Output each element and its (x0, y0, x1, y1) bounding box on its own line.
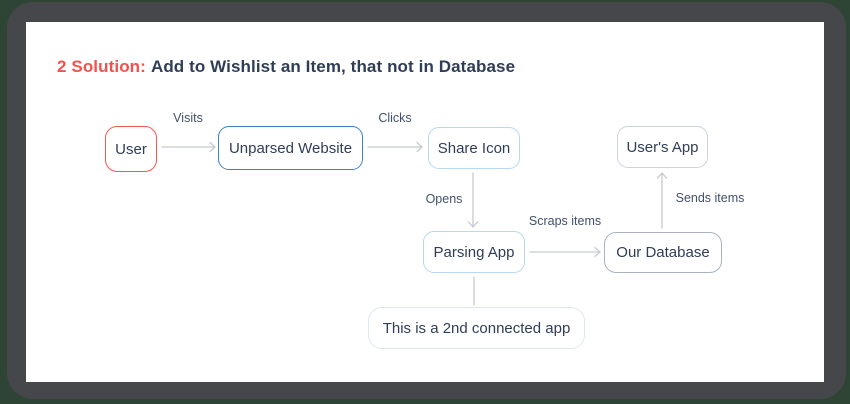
node-unparsed-website: Unparsed Website (218, 126, 363, 170)
node-user: User (105, 126, 157, 172)
node-share-icon: Share Icon (428, 127, 520, 169)
arrow-unparsed-website-to-share-icon (367, 141, 423, 153)
node-users-app-label: User's App (626, 138, 699, 156)
node-our-database: Our Database (604, 232, 722, 273)
node-connected-app-note-label: This is a 2nd connected app (382, 319, 571, 337)
node-our-database-label: Our Database (616, 244, 710, 261)
title-prefix: 2 Solution: (57, 57, 146, 76)
arrow-our-database-to-users-app (656, 172, 668, 229)
node-connected-app-note: This is a 2nd connected app (368, 307, 585, 349)
node-user-label: User (115, 140, 147, 158)
diagram-canvas: 2 Solution:Add to Wishlist an Item, that… (26, 22, 824, 382)
edge-label-clicks: Clicks (378, 111, 412, 125)
arrow-parsing-app-to-our-database (529, 246, 601, 258)
edge-label-opens: Opens (425, 192, 463, 206)
node-share-icon-label: Share Icon (437, 139, 511, 157)
edge-label-sends-items: Sends items (675, 191, 745, 205)
edge-label-visits: Visits (173, 111, 203, 125)
edge-label-scraps-items: Scraps items (528, 214, 602, 228)
arrow-share-icon-to-parsing-app (467, 172, 479, 228)
node-parsing-app-label: Parsing App (433, 243, 515, 261)
title-text: Add to Wishlist an Item, that not in Dat… (150, 57, 516, 76)
arrow-user-to-unparsed-website (161, 141, 216, 153)
node-unparsed-website-label: Unparsed Website (228, 139, 353, 157)
page-title: 2 Solution:Add to Wishlist an Item, that… (57, 57, 515, 77)
node-users-app: User's App (617, 126, 708, 168)
node-parsing-app: Parsing App (423, 231, 525, 273)
